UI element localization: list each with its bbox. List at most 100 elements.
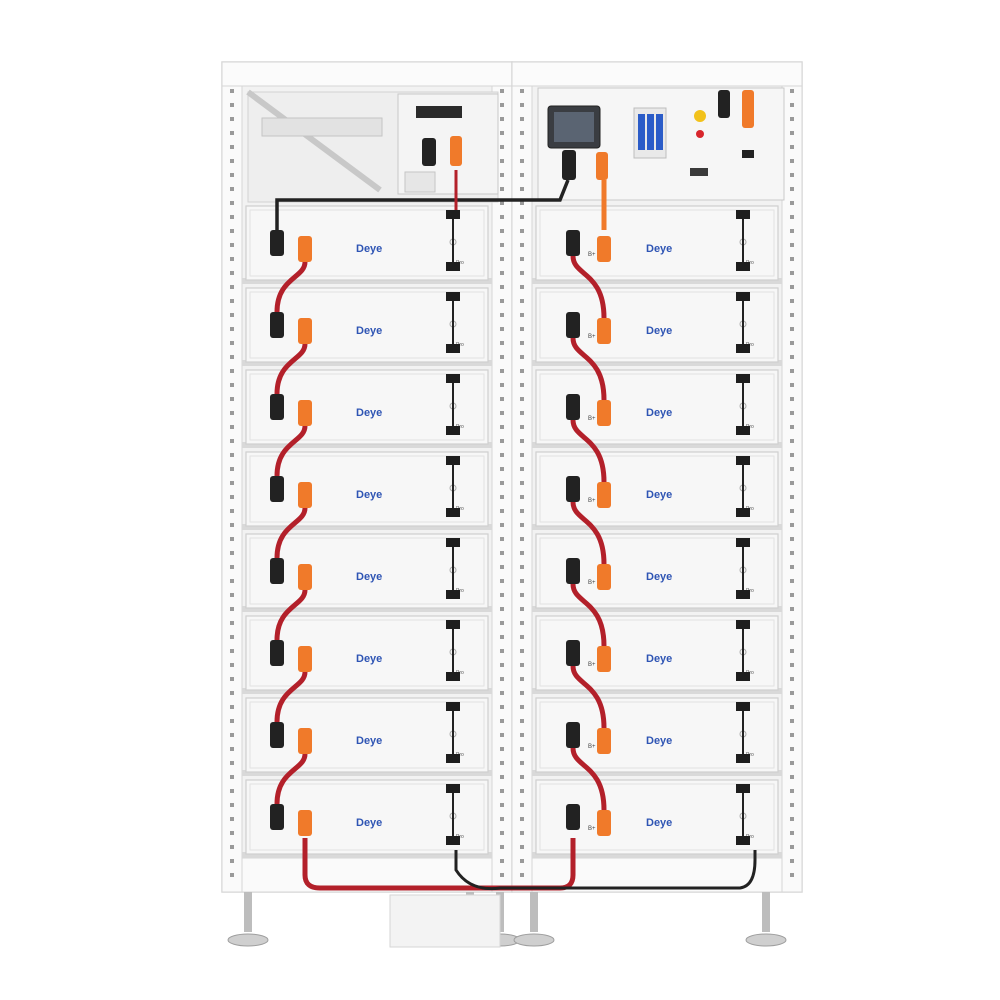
post-hole (500, 467, 504, 471)
orange-connector (597, 646, 611, 672)
orange-connector (298, 810, 312, 836)
post-hole (520, 299, 524, 303)
orange-connector (298, 564, 312, 590)
post-hole (230, 453, 234, 457)
brand-logo: Deye (646, 407, 672, 419)
post-hole (500, 439, 504, 443)
polarity-label: B+ (588, 826, 596, 832)
module-face (539, 537, 775, 605)
brand-logo: Deye (646, 653, 672, 665)
comm-port (446, 702, 460, 711)
black-connector (566, 230, 580, 256)
polarity-label: B+ (588, 252, 596, 258)
post-hole (500, 257, 504, 261)
post-hole (790, 285, 794, 289)
post-hole (520, 453, 524, 457)
post-hole (790, 677, 794, 681)
post-hole (500, 173, 504, 177)
post-hole (790, 831, 794, 835)
post-hole (520, 705, 524, 709)
post-hole (790, 369, 794, 373)
module-face (539, 209, 775, 277)
post-hole (520, 173, 524, 177)
post-hole (500, 285, 504, 289)
comm-port (446, 210, 460, 219)
post-hole (790, 215, 794, 219)
orange-connector (298, 728, 312, 754)
post-hole (520, 495, 524, 499)
post-hole (790, 537, 794, 541)
post-hole (230, 89, 234, 93)
module-face (539, 291, 775, 359)
post-hole (520, 775, 524, 779)
post-hole (500, 607, 504, 611)
polarity-label: B+ (588, 334, 596, 340)
module-shelf (532, 770, 782, 776)
comm-port (736, 210, 750, 219)
polarity-label: B+ (588, 580, 596, 586)
post-hole (230, 299, 234, 303)
red-jumper-cable (570, 419, 607, 483)
leveling-foot-pad (745, 933, 787, 947)
black-connector (566, 804, 580, 830)
module-shelf (532, 442, 782, 448)
comm-port (736, 702, 750, 711)
post-hole (500, 537, 504, 541)
post-hole (520, 425, 524, 429)
post-hole (500, 103, 504, 107)
comm-port (736, 620, 750, 629)
module-face (539, 455, 775, 523)
post-hole (500, 89, 504, 93)
post-hole (500, 831, 504, 835)
diagonal-brace (246, 89, 382, 193)
post-hole (790, 383, 794, 387)
brand-logo: Deye (646, 489, 672, 501)
module-face (249, 455, 485, 523)
post-hole (790, 397, 794, 401)
comm-port (446, 426, 460, 435)
control-display (416, 106, 462, 118)
post-hole (790, 201, 794, 205)
post-hole (790, 411, 794, 415)
post-hole (520, 383, 524, 387)
post-hole (520, 103, 524, 107)
post-hole (500, 327, 504, 331)
red-jumper-cable (570, 665, 607, 729)
module-shelf (242, 278, 492, 284)
post-hole (790, 313, 794, 317)
module-shelf (532, 360, 782, 366)
red-jumper-cable (570, 337, 607, 401)
post-hole (790, 803, 794, 807)
post-hole (230, 383, 234, 387)
module-face (249, 537, 485, 605)
post-hole (500, 747, 504, 751)
post-hole (520, 663, 524, 667)
post-hole (500, 565, 504, 569)
module-face (249, 209, 485, 277)
rack-post (511, 61, 533, 893)
brand-logo: Deye (356, 571, 382, 583)
black-connector (270, 804, 284, 830)
comm-port (736, 836, 750, 845)
post-hole (520, 145, 524, 149)
module-shelf (532, 852, 782, 858)
black-connector (562, 150, 576, 180)
post-hole (520, 285, 524, 289)
post-hole (790, 467, 794, 471)
black-connector (566, 476, 580, 502)
post-hole (500, 803, 504, 807)
post-hole (230, 271, 234, 275)
black-bottom-cable (454, 850, 757, 891)
post-hole (230, 859, 234, 863)
post-hole (520, 523, 524, 527)
post-hole (500, 649, 504, 653)
post-hole (500, 761, 504, 765)
post-hole (520, 439, 524, 443)
black-connector (566, 312, 580, 338)
post-hole (230, 481, 234, 485)
comm-port (736, 590, 750, 599)
post-hole (790, 845, 794, 849)
post-hole (520, 215, 524, 219)
post-hole (500, 271, 504, 275)
